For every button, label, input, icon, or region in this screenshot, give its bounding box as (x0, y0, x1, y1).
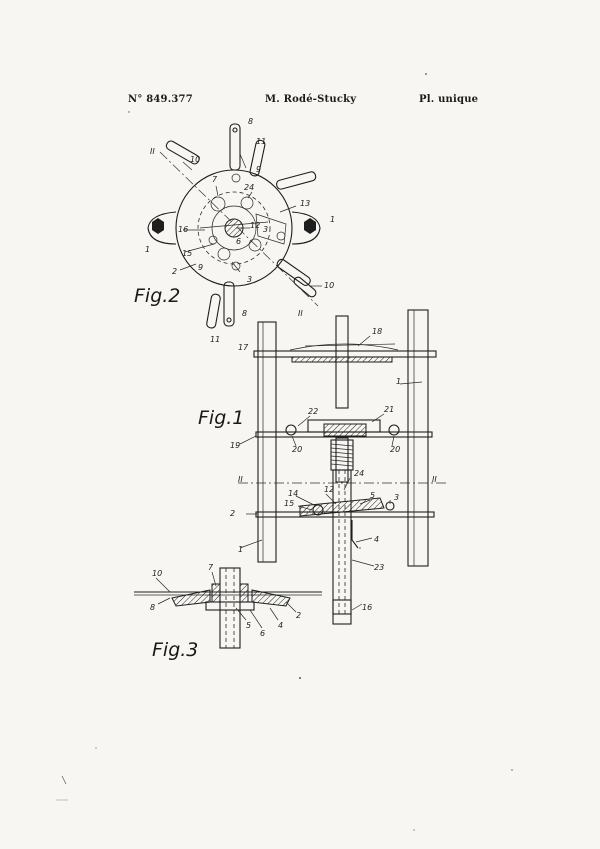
fig2-label-3a: 3 (263, 225, 268, 234)
fig2-label-13: 13 (300, 199, 310, 208)
fig2-label-2: 2 (172, 267, 177, 276)
fig1-label-IIb: II (432, 475, 437, 484)
fig3-label-2: 2 (296, 611, 301, 620)
fig2-label-15: 15 (182, 249, 192, 258)
fig2-label-8b: 8 (242, 309, 247, 318)
fig2-label-16: 16 (178, 225, 188, 234)
fig2-label-1a: 1 (330, 215, 335, 224)
fig2-label-9a: 9 (256, 165, 261, 174)
fig2-label-6: 6 (236, 237, 241, 246)
fig3-label-7: 7 (208, 563, 214, 572)
fig1-label-22: 22 (308, 407, 318, 416)
fig1-label-4: 4 (374, 535, 379, 544)
fig1-label-15: 15 (284, 499, 294, 508)
fig3-label-6: 6 (260, 629, 265, 638)
figure-1-drawing (238, 309, 446, 625)
patent-author: M. Rodé-Stucky (265, 94, 357, 105)
fig1-label-21: 21 (384, 405, 394, 414)
fig1-label-12: 12 (324, 485, 334, 494)
fig1-label-1: 1 (396, 377, 401, 386)
figure-3-part-numbers: 10 7 8 5 6 4 2 Fig.3 (150, 563, 301, 661)
fig2-label-10a: 10 (190, 155, 200, 164)
figure-1-part-numbers: 18 1 22 21 19 20 20 24 II II 14 12 5 3 1… (198, 327, 437, 612)
fig1-label-5: 5 (370, 491, 375, 500)
fig1-label-IIa: II (238, 475, 243, 484)
fig1-label-3: 3 (394, 493, 399, 502)
fig2-label-12: 12 (250, 221, 260, 230)
fig3-label-8: 8 (150, 603, 155, 612)
fig2-label-1b: 1 (145, 245, 150, 254)
fig2-label-24: 24 (244, 183, 254, 192)
fig1-label-23: 23 (374, 563, 384, 572)
fig2-label-10b: 10 (324, 281, 334, 290)
figure-2-caption: Fig.2 (134, 285, 180, 307)
fig2-label-9b: 9 (198, 263, 203, 272)
fig2-label-7: 7 (212, 175, 218, 184)
patent-number: N° 849.377 (128, 94, 193, 105)
fig2-label-17: 17 (238, 343, 249, 352)
scan-specks (56, 73, 513, 831)
figure-2-part-numbers: 8 11 10 7 9 24 13 16 12 3 1 1 15 6 2 9 3… (134, 117, 335, 352)
fig1-label-2: 2 (230, 509, 235, 518)
fig3-label-5: 5 (246, 621, 251, 630)
fig1-label-20b: 20 (390, 445, 400, 454)
fig2-label-11b: 11 (210, 335, 220, 344)
fig1-label-16: 16 (362, 603, 372, 612)
fig2-label-8a: 8 (248, 117, 253, 126)
plate-label: Pl. unique (419, 94, 479, 105)
fig2-label-IIb: II (298, 309, 303, 318)
fig1-label-24: 24 (354, 469, 364, 478)
fig3-label-4: 4 (278, 621, 283, 630)
figure-3-caption: Fig.3 (152, 639, 198, 661)
fig1-label-1b: 1 (238, 545, 243, 554)
fig1-label-18: 18 (372, 327, 382, 336)
figure-3-drawing (134, 567, 322, 649)
fig3-label-10: 10 (152, 569, 162, 578)
figure-1-caption: Fig.1 (198, 407, 244, 429)
fig1-label-20a: 20 (292, 445, 302, 454)
fig2-label-11a: 11 (256, 137, 266, 146)
fig1-label-14: 14 (288, 489, 298, 498)
figure-2-drawing (147, 123, 322, 329)
fig1-label-19: 19 (230, 441, 240, 450)
fig2-label-IIa: II (150, 147, 155, 156)
fig2-label-3b: 3 (247, 275, 252, 284)
